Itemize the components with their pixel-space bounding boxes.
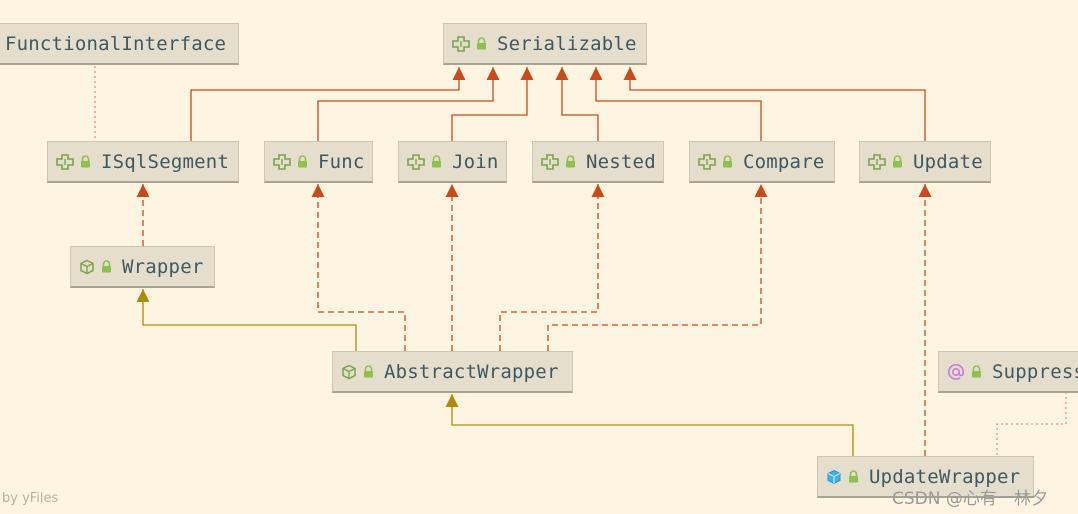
node-label: Suppress (992, 360, 1078, 383)
node-label: Func (318, 150, 365, 173)
interface-icon (452, 35, 470, 52)
node-label: Wrapper (122, 255, 204, 278)
interface-icon (273, 153, 291, 170)
interface-icon (698, 153, 716, 170)
node-label: FunctionalInterface (5, 32, 227, 55)
node-update[interactable]: Update (859, 141, 991, 183)
node-label: Compare (743, 150, 825, 173)
node-functional-interface[interactable]: FunctionalInterface (0, 23, 239, 65)
annotation-icon (947, 363, 965, 381)
edge-abstractwrapper-compare (547, 184, 768, 351)
node-compare[interactable]: Compare (689, 141, 835, 183)
edge-abstractwrapper-nested (499, 184, 605, 351)
node-isqlsegment[interactable]: ISqlSegment (47, 141, 239, 183)
lock-icon (476, 37, 487, 50)
edge-compare-serializable (589, 67, 762, 141)
node-func[interactable]: Func (264, 141, 373, 183)
lock-icon (848, 470, 859, 483)
layout-credit: by yFiles (2, 491, 59, 506)
edge-join-serializable (451, 67, 534, 141)
edge-abstractwrapper-func (311, 184, 406, 351)
edge-func-serializable (317, 67, 500, 141)
interface-icon (868, 153, 886, 170)
node-label: AbstractWrapper (384, 360, 559, 383)
interface-icon (407, 153, 425, 170)
node-suppress[interactable]: Suppress (938, 351, 1078, 393)
watermark: CSDN @心有一林夕 (892, 489, 1048, 509)
edge-nested-serializable (555, 67, 599, 141)
lock-icon (363, 365, 374, 378)
abstract-class-icon (79, 259, 95, 275)
lock-icon (431, 155, 442, 168)
interface-icon (541, 153, 559, 170)
lock-icon (80, 155, 91, 168)
edge-isqlsegment-serializable (190, 67, 466, 141)
node-label: Nested (586, 150, 656, 173)
node-nested[interactable]: Nested (532, 141, 664, 183)
class-icon (826, 469, 842, 485)
edge-updatewrapper-abstractwrapper (445, 394, 854, 456)
node-wrapper[interactable]: Wrapper (70, 246, 215, 288)
edge-update-serializable (623, 67, 926, 141)
node-label: Serializable (497, 32, 637, 55)
lock-icon (722, 155, 733, 168)
node-label: UpdateWrapper (869, 465, 1021, 488)
lock-icon (565, 155, 576, 168)
edge-suppress-updatewrapper (996, 392, 1067, 456)
node-join[interactable]: Join (398, 141, 507, 183)
node-label: ISqlSegment (101, 150, 230, 173)
interface-icon (56, 153, 74, 170)
node-label: Join (452, 150, 499, 173)
node-label: Update (913, 150, 983, 173)
lock-icon (892, 155, 903, 168)
node-serializable[interactable]: Serializable (443, 23, 647, 65)
lock-icon (297, 155, 308, 168)
abstract-class-icon (341, 364, 357, 380)
edge-abstractwrapper-wrapper (136, 289, 357, 351)
node-update-wrapper[interactable]: UpdateWrapper (817, 456, 1034, 498)
lock-icon (101, 260, 112, 273)
node-abstract-wrapper[interactable]: AbstractWrapper (332, 351, 573, 393)
lock-icon (971, 365, 982, 378)
